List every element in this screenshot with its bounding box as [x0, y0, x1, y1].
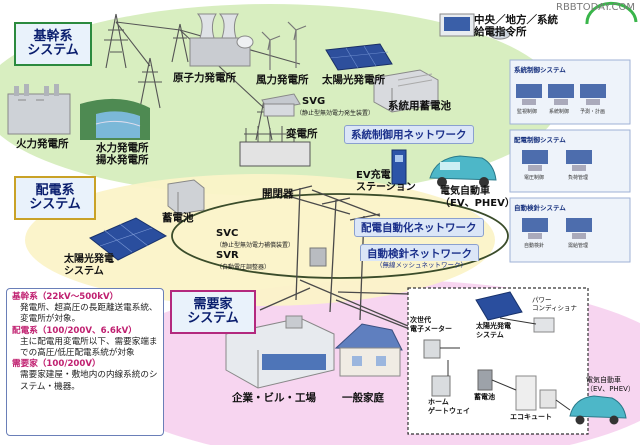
pc-label-voltage: 電圧制御 — [524, 175, 545, 181]
pc-label-grid-control: 系統制御 — [549, 109, 570, 115]
power-conditioner-icon — [533, 317, 555, 333]
pc-label-supply-demand: 需給管理 — [568, 243, 589, 249]
pc-label-metering: 自動検針 — [524, 243, 545, 249]
thermal-plant-icon — [7, 84, 71, 135]
pc-label-forecast: 予測・計画 — [580, 109, 606, 115]
grid-control-panel — [509, 59, 631, 125]
control-center-icon — [439, 1, 638, 40]
hydro-dam-icon — [80, 98, 150, 140]
svg-label: SVG — [302, 96, 326, 107]
distribution-solar-label: 太陽光発電 システム — [64, 254, 114, 277]
enterprise-building-icon — [225, 315, 335, 389]
svr-sublabel: （自動電圧調整器） — [216, 264, 271, 271]
legend-trunk-heading: 基幹系（22kV～500kV） — [12, 292, 119, 302]
svg-sublabel: （静止型無効電力発生装置） — [296, 110, 375, 117]
distribution-control-panel — [509, 129, 631, 193]
hydro-plant-label: 水力発電所 揚水発電所 — [96, 142, 149, 166]
dist-automation-network-label: 配電自動化ネットワーク — [354, 218, 484, 237]
auto-metering-network-sublabel: （無線メッシュネットワーク） — [376, 261, 467, 269]
household-label: 一般家庭 — [342, 392, 384, 404]
svg-device-icon — [261, 93, 301, 117]
distribution-zone — [25, 174, 495, 306]
pc-label-load: 負荷管理 — [568, 175, 589, 181]
grid-battery-building-icon — [373, 69, 439, 113]
home-gateway-icon — [431, 375, 451, 397]
distribution-solar-panel-icon — [89, 217, 168, 261]
consumer-system-tag: 需要家 システム — [170, 290, 256, 334]
svc-sublabel: （静止型無効電力補償装置） — [216, 242, 295, 249]
metering-system-panel — [509, 197, 631, 263]
svr-label: SVR — [216, 250, 239, 261]
home-ev-label: 電気自動車 （EV、PHEV） — [586, 376, 635, 393]
switchgear-label: 開閉器 — [262, 188, 294, 200]
distribution-system-tag: 配電系 システム — [14, 176, 96, 220]
svr-transformer-icon — [309, 247, 327, 267]
household-house-icon — [334, 323, 403, 377]
electric-vehicle-icon — [429, 155, 497, 187]
power-conditioner-label: パワー コンディショナ — [532, 296, 578, 312]
substation-label: 変電所 — [286, 128, 318, 140]
distribution-control-system-title: 配電制御システム — [514, 136, 566, 144]
watermark-text: RBBTODAY.COM — [556, 2, 635, 13]
enterprise-label: 企業・ビル・工場 — [232, 392, 316, 404]
solar-plant-icon — [325, 43, 393, 71]
home-gateway-label: ホーム ゲートウェイ — [428, 398, 470, 415]
legend-consumer-body: 需要家建屋・敷地内の内線系統のシステム・機器。 — [20, 370, 158, 392]
battery-label: 蓄電池 — [162, 212, 194, 224]
grid-battery-label: 系統用蓄電池 — [388, 100, 451, 112]
metering-system-title: 自動検針システム — [514, 204, 566, 212]
home-battery-icon — [477, 369, 493, 391]
substation-icon — [239, 126, 311, 167]
nuclear-plant-icon — [189, 13, 254, 67]
ev-station-label: EV充電 ステーション — [356, 170, 416, 193]
ev-label: 電気自動車 （EV、PHEV） — [440, 186, 515, 209]
wind-turbine-icon — [261, 21, 307, 70]
legend-consumer-heading: 需要家（100/200V） — [12, 359, 101, 370]
pc-label-monitoring: 監視制御 — [517, 109, 538, 115]
ecocute-label: エコキュート — [510, 413, 552, 421]
legend-distribution-heading: 配電系（100/200V、6.6kV） — [12, 325, 137, 336]
control-center-label: 中央／地方／系統 給電指令所 — [474, 14, 558, 38]
legend-distribution-body: 主に配電用変電所以下、需要家端までの高圧/低圧配電系統が対象 — [20, 336, 158, 359]
home-solar-label: 太陽光発電 システム — [476, 322, 511, 339]
wind-plant-label: 風力発電所 — [256, 74, 309, 86]
distribution-battery-icon — [167, 179, 205, 215]
legend-trunk-body: 発電所、超高圧の長距離送電系統、変電所が対象。 — [20, 303, 158, 325]
home-ev-icon — [569, 395, 627, 425]
home-solar-icon — [475, 291, 523, 321]
legend-box: 基幹系（22kV～500kV） 発電所、超高圧の長距離送電系統、変電所が対象。 … — [6, 288, 164, 436]
distribution-network-ring — [171, 193, 509, 279]
smart-meter-label: 次世代 電子メーター — [410, 316, 452, 333]
thermal-plant-label: 火力発電所 — [16, 138, 69, 150]
ev-charging-station-icon — [391, 149, 407, 185]
home-battery-label: 蓄電池 — [474, 393, 495, 401]
smart-meter-icon — [423, 339, 441, 359]
grid-control-network-label: 系統制御用ネットワーク — [344, 125, 474, 144]
nuclear-plant-label: 原子力発電所 — [173, 72, 236, 84]
trunk-system-tag: 基幹系 システム — [14, 22, 92, 66]
solar-plant-label: 太陽光発電所 — [322, 74, 385, 86]
svc-label: SVC — [216, 228, 239, 239]
ecocute-icon — [515, 375, 557, 411]
auto-metering-network-label: 自動検針ネットワーク — [360, 244, 479, 261]
grid-control-system-title: 系統制御システム — [514, 66, 566, 74]
